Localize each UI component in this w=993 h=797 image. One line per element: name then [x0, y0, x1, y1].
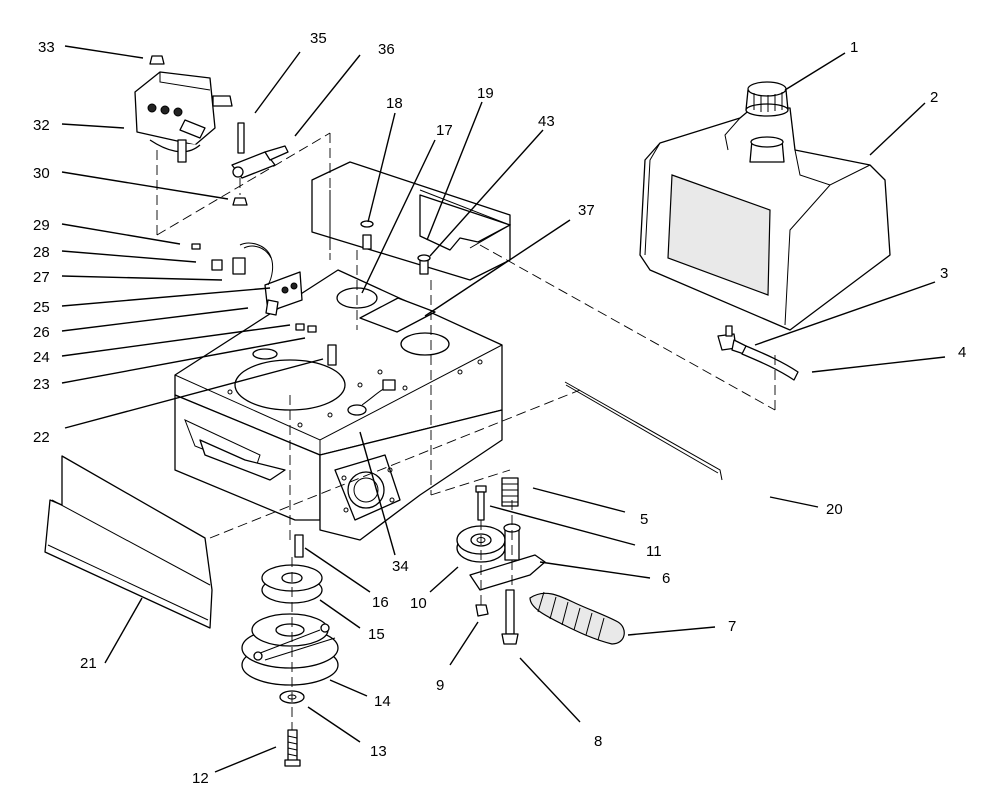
callout-5: 5: [640, 511, 648, 528]
fuel-cap: [745, 81, 789, 117]
small-screws: [295, 220, 431, 366]
idler-arm: [469, 523, 546, 591]
fuel-hose: [741, 345, 799, 381]
callout-23: 23: [33, 376, 50, 393]
callout-22: 22: [33, 429, 50, 446]
top-nut: [149, 55, 165, 65]
linkage-rod: [564, 381, 723, 481]
shaft-key: [294, 534, 304, 558]
decal-plate: [359, 297, 436, 333]
callout-15: 15: [368, 626, 385, 643]
callout-20: 20: [826, 501, 843, 518]
callout-35: 35: [310, 30, 327, 47]
fuel-shutoff-valve: [717, 325, 747, 355]
callout-13: 13: [370, 743, 387, 760]
solenoid: [134, 71, 233, 163]
electric-clutch: [241, 613, 339, 686]
idler-pulley: [456, 525, 506, 563]
pivot-bolt: [501, 589, 519, 645]
switch-nut: [232, 197, 248, 206]
callout-10: 10: [410, 595, 427, 612]
callout-27: 27: [33, 269, 50, 286]
callout-17: 17: [436, 122, 453, 139]
callout-3: 3: [940, 265, 948, 282]
leader-lines: [61, 45, 946, 773]
main-frame: [174, 161, 512, 541]
wire-harness: [191, 242, 279, 316]
idler-bolt: [475, 485, 487, 521]
callout-28: 28: [33, 244, 50, 261]
idler-spring: [501, 477, 519, 507]
callout-34: 34: [392, 558, 409, 575]
callout-19: 19: [477, 85, 494, 102]
callout-33: 33: [38, 39, 55, 56]
callout-25: 25: [33, 299, 50, 316]
callout-32: 32: [33, 117, 50, 134]
callout-30: 30: [33, 165, 50, 182]
callout-24: 24: [33, 349, 50, 366]
clutch-bolt: [284, 729, 301, 767]
callout-26: 26: [33, 324, 50, 341]
callout-8: 8: [594, 733, 602, 750]
assembly-lines: [156, 132, 776, 730]
harness-connector: [347, 379, 396, 416]
callout-21: 21: [80, 655, 97, 672]
callout-18: 18: [386, 95, 403, 112]
callout-16: 16: [372, 594, 389, 611]
callout-14: 14: [374, 693, 391, 710]
idler-nut: [475, 604, 489, 617]
interlock-switch: [231, 122, 289, 179]
callout-labels: 1 2 3 4 5 6 7 8 9 10 11 12 13 14 15 16 1…: [33, 30, 966, 787]
callout-29: 29: [33, 217, 50, 234]
callout-36: 36: [378, 41, 395, 58]
callout-37: 37: [578, 202, 595, 219]
callout-12: 12: [192, 770, 209, 787]
drive-pulley: [261, 564, 323, 604]
bottom-guard: [44, 455, 213, 629]
fuel-tank: [639, 107, 891, 331]
callout-9: 9: [436, 677, 444, 694]
callout-2: 2: [930, 89, 938, 106]
callout-4: 4: [958, 344, 966, 361]
callout-43: 43: [538, 113, 555, 130]
callout-7: 7: [728, 618, 736, 635]
callout-6: 6: [662, 570, 670, 587]
callout-1: 1: [850, 39, 858, 56]
extension-spring: [529, 591, 625, 645]
callout-11: 11: [646, 543, 662, 560]
